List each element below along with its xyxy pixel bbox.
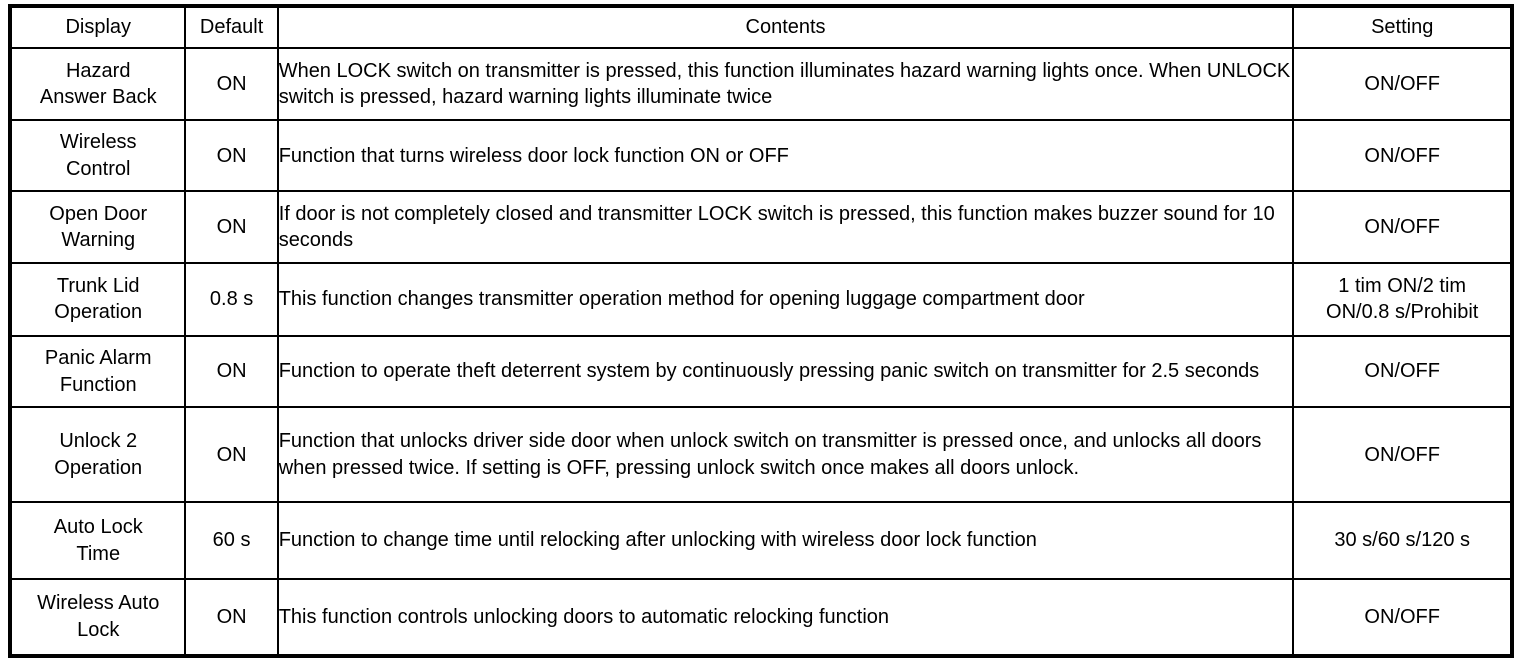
cell-setting: ON/OFF	[1292, 334, 1513, 409]
display-line-2: Control	[65, 157, 131, 180]
table-row: Unlock 2 Operation ON Function that unlo…	[8, 406, 1513, 504]
display-line-2: Answer Back	[39, 86, 157, 109]
cell-contents: Function to operate theft deterrent syst…	[276, 334, 1295, 409]
table-row: Hazard Answer Back ON When LOCK switch o…	[8, 46, 1513, 122]
cell-display: Auto Lock Time	[8, 501, 187, 580]
cell-contents: Function that unlocks driver side door w…	[276, 406, 1295, 504]
cell-default: ON	[184, 190, 279, 264]
display-line-1: Hazard	[65, 59, 131, 82]
table-row: Open Door Warning ON If door is not comp…	[8, 190, 1513, 264]
cell-setting: ON/OFF	[1292, 190, 1513, 264]
display-line-1: Open Door	[49, 202, 148, 225]
table-row: Wireless Auto Lock ON This function cont…	[8, 577, 1513, 659]
column-header-default: Default	[184, 5, 279, 49]
display-line-1: Wireless Auto	[37, 592, 160, 615]
table-row: Wireless Control ON Function that turns …	[8, 119, 1513, 193]
cell-display: Unlock 2 Operation	[8, 406, 187, 504]
cell-display: Panic Alarm Function	[8, 334, 187, 409]
display-line-2: Operation	[54, 456, 143, 479]
cell-contents: If door is not completely closed and tra…	[276, 190, 1295, 264]
column-header-display: Display	[8, 5, 187, 49]
table-row: Panic Alarm Function ON Function to oper…	[8, 334, 1513, 409]
cell-contents: Function to change time until relocking …	[276, 501, 1295, 580]
cell-contents: When LOCK switch on transmitter is press…	[276, 46, 1295, 122]
cell-default: ON	[184, 119, 279, 193]
column-header-setting: Setting	[1292, 5, 1513, 49]
cell-setting: ON/OFF	[1292, 46, 1513, 122]
display-line-1: Wireless	[59, 131, 137, 154]
cell-display: Trunk Lid Operation	[8, 261, 187, 337]
cell-default: 60 s	[184, 501, 279, 580]
display-line-1: Auto Lock	[53, 516, 143, 539]
display-line-1: Trunk Lid	[56, 274, 140, 297]
cell-default: ON	[184, 334, 279, 409]
cell-default: ON	[184, 577, 279, 659]
header-row: Display Default Contents Setting	[8, 5, 1513, 49]
setting-line-1: ON/OFF	[1364, 72, 1440, 95]
wireless-door-lock-settings-table: Display Default Contents Setting Hazard …	[8, 4, 1514, 659]
cell-default: 0.8 s	[184, 261, 279, 337]
display-line-2: Function	[59, 373, 137, 396]
cell-default: ON	[184, 406, 279, 504]
table-row: Trunk Lid Operation 0.8 s This function …	[8, 261, 1513, 337]
table-body: Hazard Answer Back ON When LOCK switch o…	[8, 46, 1513, 659]
setting-line-1: ON/OFF	[1364, 605, 1440, 628]
display-line-2: Warning	[61, 229, 136, 252]
cell-setting: ON/OFF	[1292, 119, 1513, 193]
table-row: Auto Lock Time 60 s Function to change t…	[8, 501, 1513, 580]
cell-setting: 1 tim ON/2 tim ON/0.8 s/Prohibit	[1292, 261, 1513, 337]
display-line-1: Panic Alarm	[44, 347, 152, 370]
setting-line-1: 1 tim ON/2 tim	[1338, 274, 1467, 297]
setting-line-1: ON/OFF	[1364, 144, 1440, 167]
table-header: Display Default Contents Setting	[8, 5, 1513, 49]
cell-display: Wireless Auto Lock	[8, 577, 187, 659]
display-line-2: Operation	[54, 301, 143, 324]
display-line-2: Time	[76, 542, 121, 565]
column-header-contents: Contents	[276, 5, 1295, 49]
cell-contents: Function that turns wireless door lock f…	[276, 119, 1295, 193]
cell-setting: ON/OFF	[1292, 577, 1513, 659]
cell-setting: 30 s/60 s/120 s	[1292, 501, 1513, 580]
setting-line-1: 30 s/60 s/120 s	[1334, 529, 1471, 552]
cell-default: ON	[184, 46, 279, 122]
cell-display: Open Door Warning	[8, 190, 187, 264]
cell-setting: ON/OFF	[1292, 406, 1513, 504]
cell-contents: This function controls unlocking doors t…	[276, 577, 1295, 659]
setting-line-1: ON/OFF	[1364, 360, 1440, 383]
setting-line-2: ON/0.8 s/Prohibit	[1326, 301, 1479, 324]
cell-display: Wireless Control	[8, 119, 187, 193]
cell-display: Hazard Answer Back	[8, 46, 187, 122]
cell-contents: This function changes transmitter operat…	[276, 261, 1295, 337]
display-line-2: Lock	[77, 618, 120, 641]
display-line-1: Unlock 2	[59, 430, 138, 453]
setting-line-1: ON/OFF	[1364, 443, 1440, 466]
setting-line-1: ON/OFF	[1364, 215, 1440, 238]
